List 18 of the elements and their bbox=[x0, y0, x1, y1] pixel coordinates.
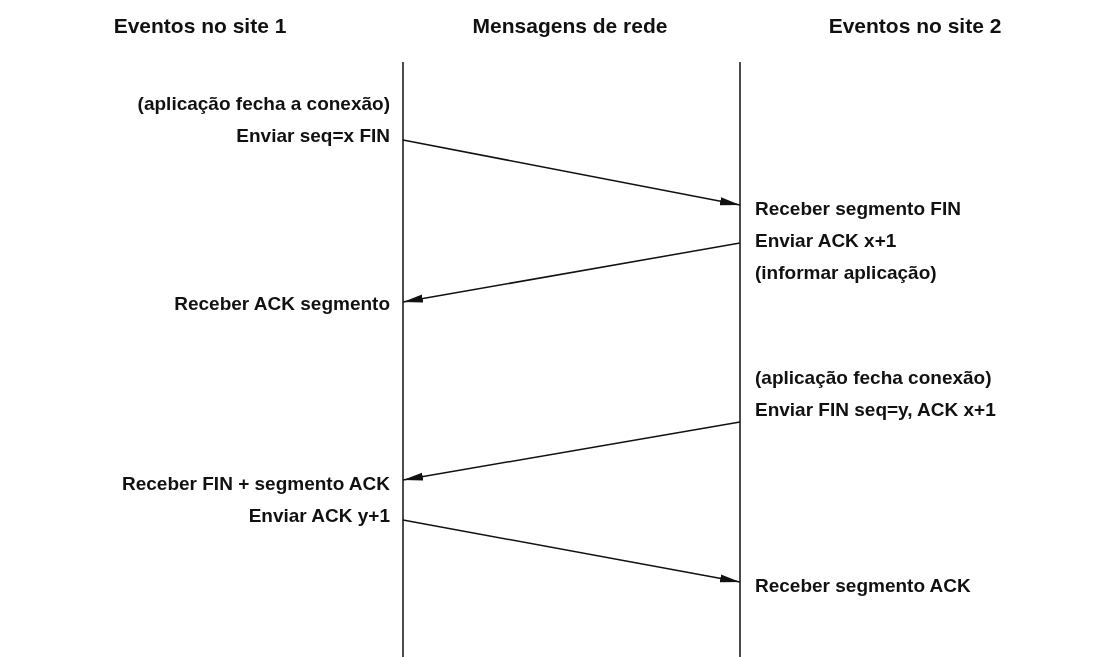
column-heading: Mensagens de rede bbox=[472, 14, 668, 38]
event-text: Enviar ACK x+1 bbox=[755, 229, 898, 253]
event-text: (aplicação fecha a conexão) bbox=[136, 92, 390, 116]
arrow bbox=[402, 421, 741, 481]
event-text: (aplicação fecha conexão) bbox=[755, 366, 993, 390]
event-text: Receber FIN + segmento ACK bbox=[121, 472, 390, 496]
event-text: (informar aplicação) bbox=[755, 261, 938, 285]
event-text: Receber segmento ACK bbox=[755, 574, 972, 598]
event-text: Enviar ACK y+1 bbox=[247, 504, 390, 528]
arrow bbox=[402, 242, 741, 303]
column-heading: Eventos no site 2 bbox=[828, 14, 1002, 38]
event-text: Enviar FIN seq=y, ACK x+1 bbox=[755, 398, 997, 422]
arrow bbox=[402, 519, 741, 583]
event-text: Enviar seq=x FIN bbox=[235, 124, 390, 148]
event-text: Receber ACK segmento bbox=[173, 292, 390, 316]
column-heading: Eventos no site 1 bbox=[113, 14, 287, 38]
arrow bbox=[402, 139, 741, 206]
event-text: Receber segmento FIN bbox=[755, 197, 962, 221]
